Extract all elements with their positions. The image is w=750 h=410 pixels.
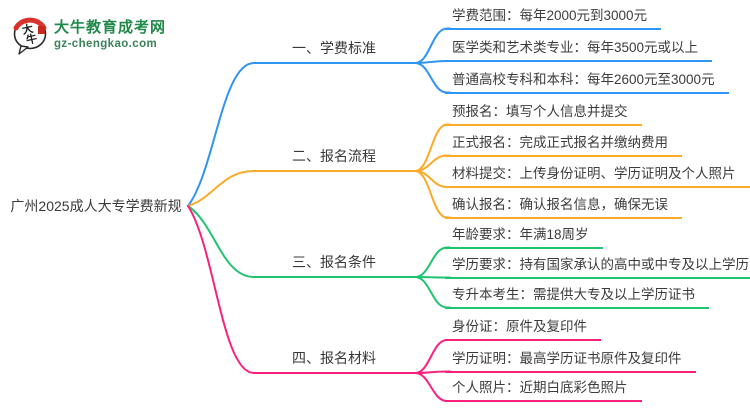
leaf-node: 身份证：原件及复印件 [445,317,601,341]
connector-curve [187,170,416,207]
svg-text:牛: 牛 [25,31,39,47]
leaf-node: 正式报名：完成正式报名并缴纳费用 [445,133,682,157]
branch-node-label: 二、报名流程 [292,148,376,164]
logo-title: 大牛教育成考网 [54,19,167,36]
leaf-node: 年龄要求：年满18周岁 [445,225,603,249]
svg-text:大: 大 [21,21,35,37]
connector-curve [187,62,416,207]
leaf-node: 材料提交：上传身份证明、学历证明及个人照片 [445,164,750,188]
site-logo[interactable]: 大 牛 大牛教育成考网 gz-chengkao.com [12,16,166,56]
branch-node-label: 三、报名条件 [292,254,376,270]
connector-curve [187,205,416,374]
leaf-node: 确认报名：确认报名信息，确保无误 [445,195,682,219]
leaf-node: 个人照片：近期白底彩色照片 [445,378,642,402]
branch-node-label: 四、报名材料 [292,350,376,366]
connector-curve [187,205,416,278]
leaf-node: 医学类和艺术类专业：每年3500元或以上 [445,38,713,62]
branch-node-label: 一、学费标准 [292,40,376,56]
leaf-node: 学费范围：每年2000元到3000元 [445,6,662,30]
leaf-node: 学历要求：持有国家承认的高中或中专及以上学历 [445,255,750,279]
leaf-node: 专升本考生：需提供大专及以上学历证书 [445,285,709,309]
leaf-node: 普通高校专科和本科：每年2600元至3000元 [445,70,729,94]
daniu-logo-icon: 大 牛 [13,17,47,55]
logo-domain: gz-chengkao.com [54,38,158,50]
mindmap-root-node: 广州2025成人大专学费新规 [10,198,182,214]
leaf-node: 预报名：填写个人信息并提交 [445,102,642,126]
leaf-node: 学历证明：最高学历证书原件及复印件 [445,349,696,373]
